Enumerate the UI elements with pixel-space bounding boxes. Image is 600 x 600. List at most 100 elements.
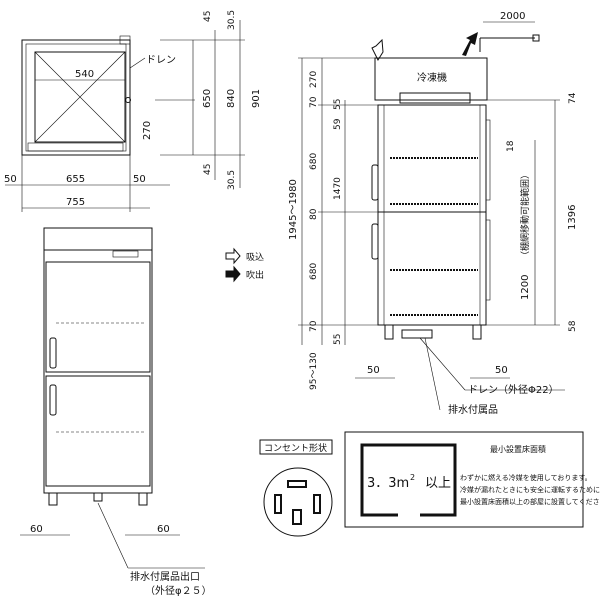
dim-body-width: 655 [66, 174, 85, 185]
outlet-ground-slot [287, 480, 307, 488]
outlet-bottom-slot [292, 509, 302, 525]
top-view-hinge [119, 35, 131, 45]
floor-area-suffix: 以上 [425, 476, 451, 491]
outlet-face-icon [263, 467, 333, 537]
top-view-front-door [27, 142, 124, 152]
shelf-range-label: （棚網移動可能範囲） [519, 170, 531, 260]
compartment-diagonal-2 [34, 51, 126, 143]
upper-door [45, 261, 151, 373]
floor-box-title: 最小設置床面積 [490, 444, 546, 454]
outlet-box-title-frame [259, 439, 333, 455]
dim-side-70-bottom: 70 [309, 320, 319, 332]
dim-side-1470: 1470 [333, 177, 343, 200]
dim-side-leg-range: 95～130 [309, 352, 319, 390]
floor-note-line1: わずかに燃える冷媒を使用しております。 [460, 473, 592, 482]
side-front-leg [384, 324, 394, 340]
dim-inner-depth: 650 [202, 89, 213, 108]
side-drain-parts-label: 排水付属品 [448, 403, 498, 416]
side-rear-strip-2 [485, 219, 491, 301]
top-view-outer-body [21, 39, 131, 156]
upper-door-handle [49, 337, 57, 369]
front-view: 60 60 排水付属品出口 （外径φ２５） [20, 227, 212, 597]
dim-side-59: 59 [333, 118, 343, 130]
floor-note-line3: 最小設置床面積以上の部屋に設置してください。 [460, 497, 600, 506]
dim-drain-offset: 270 [142, 121, 153, 140]
top-view-compartment [34, 51, 126, 143]
legend: 吸込 吹出 [225, 247, 264, 283]
legend-intake: 吸込 [246, 252, 264, 263]
side-upper-handle [371, 164, 379, 201]
top-view: 540 ドレン 45 30.5 650 840 901 270 45 30.5 … [4, 10, 262, 212]
floor-area-sup: 2 [410, 473, 415, 482]
front-drain-outlet [93, 492, 103, 502]
dim-side-55-bottom: 55 [333, 334, 343, 345]
drain-parts-leader [424, 337, 441, 411]
dim-side-70-top: 70 [309, 96, 319, 108]
dim-total-depth: 840 [226, 89, 237, 108]
lower-door-handle [49, 384, 57, 416]
drain-leader-side [419, 337, 466, 391]
drain-label-top: ドレン [146, 55, 176, 66]
outlet-shape-box: コンセント形状 [259, 439, 333, 537]
dim-bottom-30-5: 30.5 [227, 170, 237, 190]
floor-area-value: 3．3m [367, 476, 409, 491]
dim-overall-depth: 901 [251, 89, 262, 108]
side-rear-strip-1 [485, 119, 491, 201]
dim-side-680-top: 680 [309, 153, 319, 170]
dim-right-74: 74 [568, 92, 578, 104]
dim-side-55-top: 55 [333, 99, 343, 110]
floor-area-box: 3．3m 2 以上 最小設置床面積 わずかに燃える冷媒を使用しております。 冷媒… [344, 431, 600, 528]
side-drain-fitting [401, 329, 433, 339]
dim-front-right-60: 60 [157, 524, 170, 535]
dim-front-left-60: 60 [30, 524, 43, 535]
dim-side-270: 270 [309, 71, 319, 88]
outlet-diameter-label: （外径φ２５） [145, 584, 212, 597]
exhaust-arrow-icon [225, 265, 241, 283]
outlet-box-title: コンセント形状 [264, 442, 327, 454]
unit-exhaust-arrow-icon [462, 32, 478, 56]
side-drain-label: ドレン（外径Φ22） [468, 383, 559, 396]
front-right-leg [138, 492, 148, 506]
side-cabinet [377, 104, 487, 326]
control-panel [112, 250, 139, 258]
dim-top-2000: 2000 [500, 11, 525, 22]
floor-note-line2: 冷媒が漏れたときにも安全に運転するために [460, 485, 600, 494]
unit-base [399, 92, 471, 104]
dim-inner-width: 540 [75, 69, 94, 80]
legend-exhaust: 吹出 [246, 269, 264, 281]
outlet-left-slot [274, 494, 282, 514]
intake-arrow-icon [225, 247, 241, 265]
power-plug-icon [532, 34, 540, 42]
dim-top-30-5: 30.5 [227, 10, 237, 30]
dim-right-1396: 1396 [567, 205, 578, 230]
dim-side-left: 50 [4, 174, 17, 185]
side-lower-handle [371, 223, 379, 260]
dim-right-18: 18 [506, 140, 516, 152]
front-cabinet [43, 227, 153, 494]
front-left-leg [48, 492, 58, 506]
dim-top-45: 45 [203, 11, 213, 22]
dim-right-58: 58 [568, 320, 578, 332]
drain-leader [129, 57, 146, 69]
dim-overall-width: 755 [66, 197, 85, 208]
dim-side-bottom-50-left: 50 [367, 365, 380, 376]
drain-marker [125, 97, 131, 103]
side-view: 冷凍機 2000 270 70 194 [288, 11, 578, 416]
floor-area-outline-icon [360, 443, 457, 517]
drain-outlet-label: 排水付属品出口 [130, 570, 200, 583]
condensing-unit [374, 57, 488, 101]
outlet-right-slot [313, 494, 321, 514]
dim-side-bottom-50-right: 50 [495, 365, 508, 376]
outlet-leader [97, 502, 129, 569]
dim-side-80: 80 [309, 208, 319, 220]
dim-side-total: 1945～1980 [288, 179, 299, 240]
unit-label: 冷凍機 [417, 71, 447, 84]
dim-right-1200: 1200 [520, 275, 531, 300]
top-view-inner-body [25, 43, 127, 152]
unit-intake-arrow-icon [371, 38, 384, 62]
floor-box-frame [344, 431, 584, 528]
side-rear-leg [472, 324, 482, 340]
dim-bottom-45: 45 [203, 164, 213, 175]
